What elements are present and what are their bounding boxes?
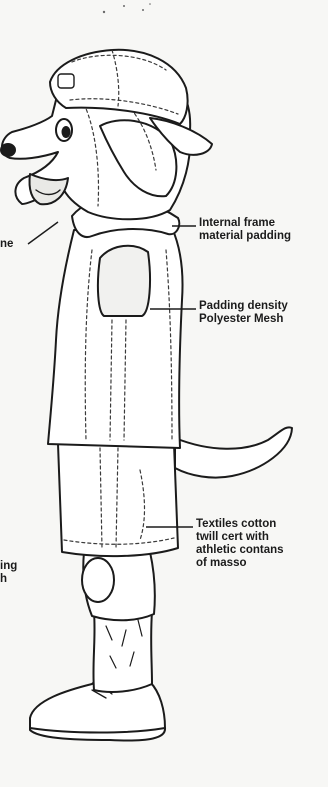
callout-line: ing xyxy=(0,560,17,573)
leader-line-cut-top xyxy=(28,222,58,244)
callout-line: Internal frame xyxy=(199,217,291,230)
paper-specks xyxy=(103,3,151,13)
callout-padding-density: Padding density Polyester Mesh xyxy=(199,300,288,326)
dog-nose xyxy=(1,144,15,156)
callout-line: Padding density xyxy=(199,300,288,313)
knee-pad xyxy=(82,558,114,602)
cap-badge xyxy=(58,74,74,88)
tail xyxy=(175,427,292,477)
callout-line: twill cert with xyxy=(196,531,284,544)
cut-off-label-top: ne xyxy=(0,238,13,251)
callout-line: Textiles cotton xyxy=(196,518,284,531)
callout-internal-frame: Internal frame material padding xyxy=(199,217,291,243)
callout-line: ne xyxy=(0,238,13,251)
dog-pupil xyxy=(63,127,70,137)
callout-textiles: Textiles cotton twill cert with athletic… xyxy=(196,518,284,570)
jersey-armhole xyxy=(98,246,150,316)
callout-line: Polyester Mesh xyxy=(199,313,288,326)
callout-line: h xyxy=(0,573,17,586)
lower-leg xyxy=(93,612,152,692)
callout-line: athletic contans xyxy=(196,544,284,557)
cut-off-label-bottom: ing h xyxy=(0,560,17,586)
callout-line: of masso xyxy=(196,557,284,570)
callout-line: material padding xyxy=(199,230,291,243)
